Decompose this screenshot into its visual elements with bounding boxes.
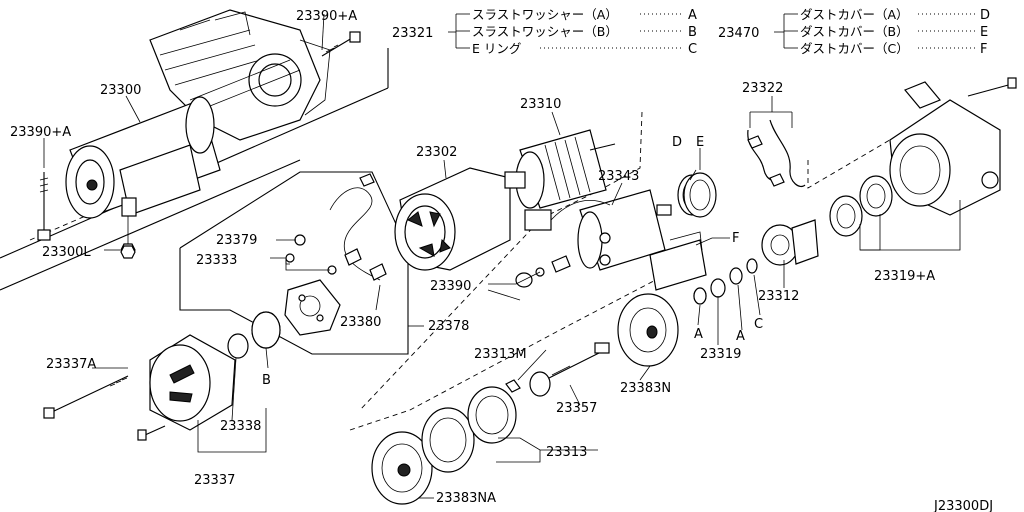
leader-lines [43,13,961,499]
yoke-23302 [394,167,511,271]
label-23302: 23302 [416,145,457,160]
dust-cover-f [649,231,707,291]
label-23321: 23321 [392,26,433,41]
label-23390a-top: 23390+A [296,9,357,24]
label-23357: 23357 [556,401,597,416]
label-23300l: 23300L [42,245,91,260]
label-23390a-left: 23390+A [10,125,71,140]
internal-gear-23313 [421,386,517,473]
planet-carrier-23357 [505,342,610,397]
label-23343: 23343 [598,169,639,184]
label-23383n: 23383N [620,381,671,396]
lever-spring-23322 [747,119,806,188]
solenoid-23343 [524,189,672,271]
callout-b: B [262,373,271,388]
legend-23321-code-3: C [688,42,697,57]
nut-23390 [515,255,571,288]
legend-23470: ダストカバー（A） ダストカバー（B） ダストカバー（C） D E F [800,7,990,57]
legend-23321-code-2: B [688,25,697,40]
legend-23470-item-2: ダストカバー（B） [800,24,909,39]
legend-23321-bracket [448,13,684,49]
callout-d: D [672,135,682,150]
label-23333: 23333 [196,253,237,268]
label-23313: 23313 [546,445,587,460]
diagram-code: J23300DJ [933,499,993,512]
label-23379: 23379 [216,233,257,248]
dust-cover-e [683,172,717,218]
bolt-23337a [43,375,129,419]
callout-a-2: A [736,329,745,344]
label-23300: 23300 [100,83,141,98]
label-23390: 23390 [430,279,471,294]
gear-case-23383na [371,431,433,505]
washer-b [251,311,281,349]
brush-holder-23378 [284,173,387,336]
nut-23300l [120,245,136,259]
legend-23470-code-1: D [980,8,990,23]
bolt-23390a-left [37,172,51,241]
legend-23321-item-3: E リング [472,41,521,56]
label-23383na: 23383NA [436,491,496,506]
legend-23470-bracket [774,13,978,49]
legend-23321-item-2: スラストワッシャー（B） [472,24,618,39]
label-23310: 23310 [520,97,561,112]
label-23319a: 23319+A [874,269,935,284]
label-23312: 23312 [758,289,799,304]
label-23380: 23380 [340,315,381,330]
pinion-23312 [761,219,819,266]
legend-23470-code-2: E [980,25,988,40]
starter-motor-assembly [65,96,221,257]
callout-e: E [696,135,704,150]
label-23322: 23322 [742,81,783,96]
label-23470: 23470 [718,26,759,41]
screw-23337 [137,425,166,441]
armature-23310 [504,129,616,209]
label-23378: 23378 [428,319,469,334]
label-23337a: 23337A [46,357,96,372]
legend-23470-item-3: ダストカバー（C） [800,41,909,56]
legend-23470-item-1: ダストカバー（A） [800,7,909,22]
front-housing-23319a [889,77,1017,216]
center-bracket-23383n [617,293,679,367]
legend-23321-code-1: A [688,8,697,23]
label-23337: 23337 [194,473,235,488]
callout-c: C [754,317,763,332]
label-23338: 23338 [220,419,261,434]
washer-a-c [693,287,707,305]
label-23319: 23319 [700,347,741,362]
callout-a-1: A [694,327,703,342]
legend-23321-item-1: スラストワッシャー（A） [472,7,618,22]
label-23313m: 23313M [474,347,527,362]
bolt-23390a-top [321,31,361,57]
callout-f: F [732,231,739,246]
legend-23321: スラストワッシャー（A） スラストワッシャー（B） E リング A B C [472,7,697,57]
bearing-23319a [829,175,893,237]
legend-23470-code-3: F [980,42,987,57]
